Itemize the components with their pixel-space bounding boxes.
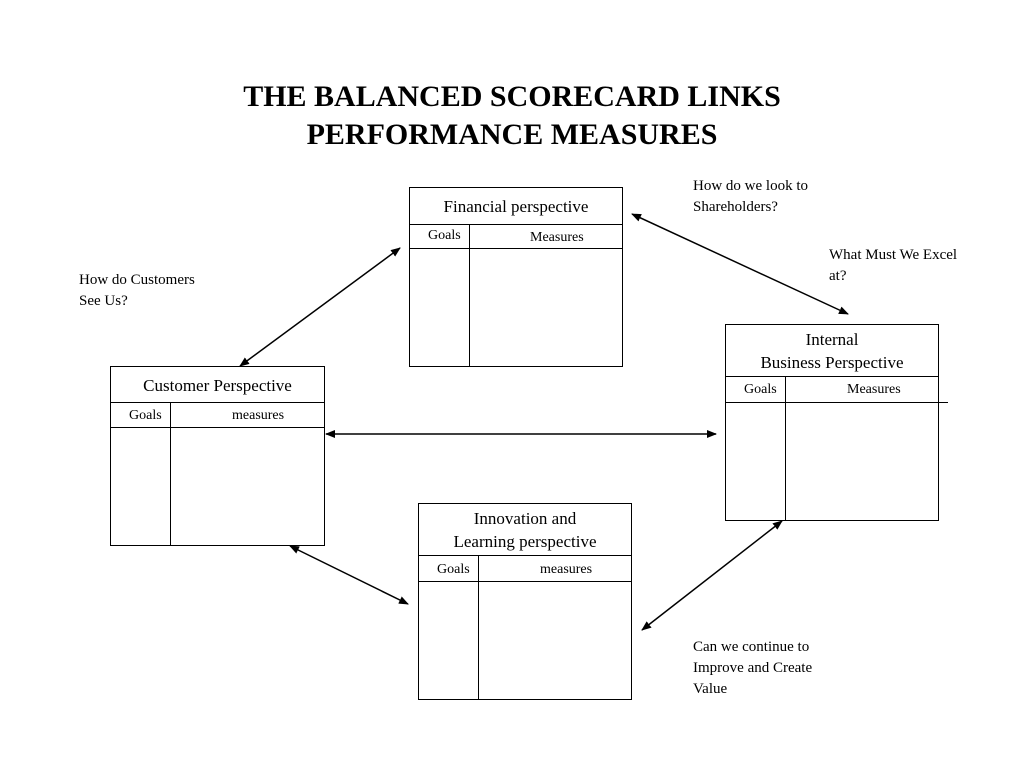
financial-goals-label: Goals	[428, 228, 461, 243]
note-shareholders-line-1: How do we look to	[693, 178, 808, 194]
page-title: THE BALANCED SCORECARD LINKS PERFORMANCE…	[0, 78, 1024, 154]
internal-measures-label: Measures	[847, 382, 901, 397]
customer-header: Customer Perspective	[111, 367, 324, 403]
financial-measures-label: Measures	[530, 230, 584, 245]
note-improve: Can we continue to Improve and Create Va…	[693, 637, 812, 700]
note-customers: How do Customers See Us?	[79, 270, 195, 312]
internal-header-line-1: Internal	[805, 330, 859, 349]
financial-header-line-1: Financial perspective	[443, 197, 589, 216]
customer-goals-label: Goals	[129, 408, 162, 423]
title-line-1: THE BALANCED SCORECARD LINKS	[243, 80, 781, 113]
note-improve-line-1: Can we continue to	[693, 639, 810, 655]
customer-header-line-1: Customer Perspective	[143, 376, 292, 395]
innovation-header-line-1: Innovation and	[473, 509, 577, 528]
internal-subheader: Goals Measures	[726, 377, 948, 403]
internal-header-line-2: Business Perspective	[760, 353, 904, 372]
note-improve-line-2: Improve and Create	[693, 660, 813, 676]
financial-perspective-box: Financial perspective Goals Measures	[409, 187, 623, 367]
customer-perspective-box: Customer Perspective Goals measures	[110, 366, 325, 546]
customer-measures-label: measures	[232, 408, 285, 423]
arrow-customer-innovation	[289, 545, 409, 605]
arrow-financial-internal	[631, 213, 849, 315]
financial-column-divider	[469, 225, 470, 367]
arrow-innovation-internal	[641, 520, 783, 631]
note-improve-line-3: Value	[693, 681, 728, 697]
internal-header: Internal Business Perspective	[726, 325, 938, 377]
innovation-header: Innovation and Learning perspective	[419, 504, 631, 556]
internal-business-perspective-box: Internal Business Perspective Goals Meas…	[725, 324, 948, 521]
title-line-2: PERFORMANCE MEASURES	[306, 118, 718, 151]
internal-column-divider	[785, 377, 786, 521]
financial-header: Financial perspective	[410, 188, 622, 225]
note-excel: What Must We Excel at?	[829, 245, 957, 287]
innovation-measures-label: measures	[540, 562, 593, 577]
customer-column-divider	[170, 403, 171, 546]
note-shareholders: How do we look to Shareholders?	[693, 176, 808, 218]
internal-goals-label: Goals	[744, 382, 777, 397]
financial-subheader: Goals Measures	[410, 225, 622, 249]
note-shareholders-line-2: Shareholders?	[693, 199, 778, 215]
innovation-subheader: Goals measures	[419, 556, 631, 582]
innovation-column-divider	[478, 556, 479, 700]
note-customers-line-2: See Us?	[79, 293, 128, 309]
note-customers-line-1: How do Customers	[79, 272, 195, 288]
customer-subheader: Goals measures	[111, 403, 324, 428]
arrow-customer-financial	[239, 247, 401, 367]
note-excel-line-1: What Must We Excel	[829, 247, 958, 263]
innovation-learning-perspective-box: Innovation and Learning perspective Goal…	[418, 503, 632, 700]
innovation-goals-label: Goals	[437, 562, 470, 577]
innovation-header-line-2: Learning perspective	[453, 532, 597, 551]
note-excel-line-2: at?	[829, 268, 847, 284]
